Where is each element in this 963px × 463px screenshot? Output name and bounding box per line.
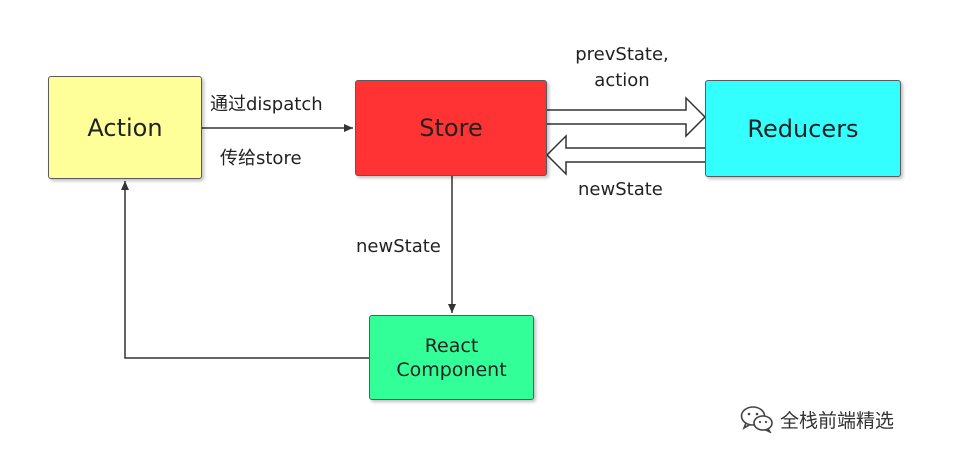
arrow-component-to-action [121,181,369,359]
node-action-label: Action [87,113,163,142]
node-action: Action [48,76,202,179]
node-store: Store [355,80,547,176]
edge-label-new-state-reducers: newState [578,179,663,200]
wechat-icon [740,406,773,433]
edge-label-prev-state: prevState, [575,44,669,65]
edge-label-action: action [594,70,650,91]
arrow-reducers-to-store [545,134,705,176]
watermark: 全栈前端精选 [740,405,894,433]
edge-label-to-store: 传给store [220,148,302,169]
node-react-label-line1: React [424,334,479,357]
node-store-label: Store [419,114,483,142]
edge-label-dispatch: 通过dispatch [210,94,323,115]
node-reducers-label: Reducers [747,114,859,143]
edge-label-new-state-component: newState [356,236,441,257]
watermark-text: 全栈前端精选 [780,409,895,432]
arrow-store-to-reducers [547,96,707,138]
node-react-label-line2: Component [396,358,507,381]
node-reducers: Reducers [705,80,901,177]
node-react-component: React Component [369,315,534,400]
